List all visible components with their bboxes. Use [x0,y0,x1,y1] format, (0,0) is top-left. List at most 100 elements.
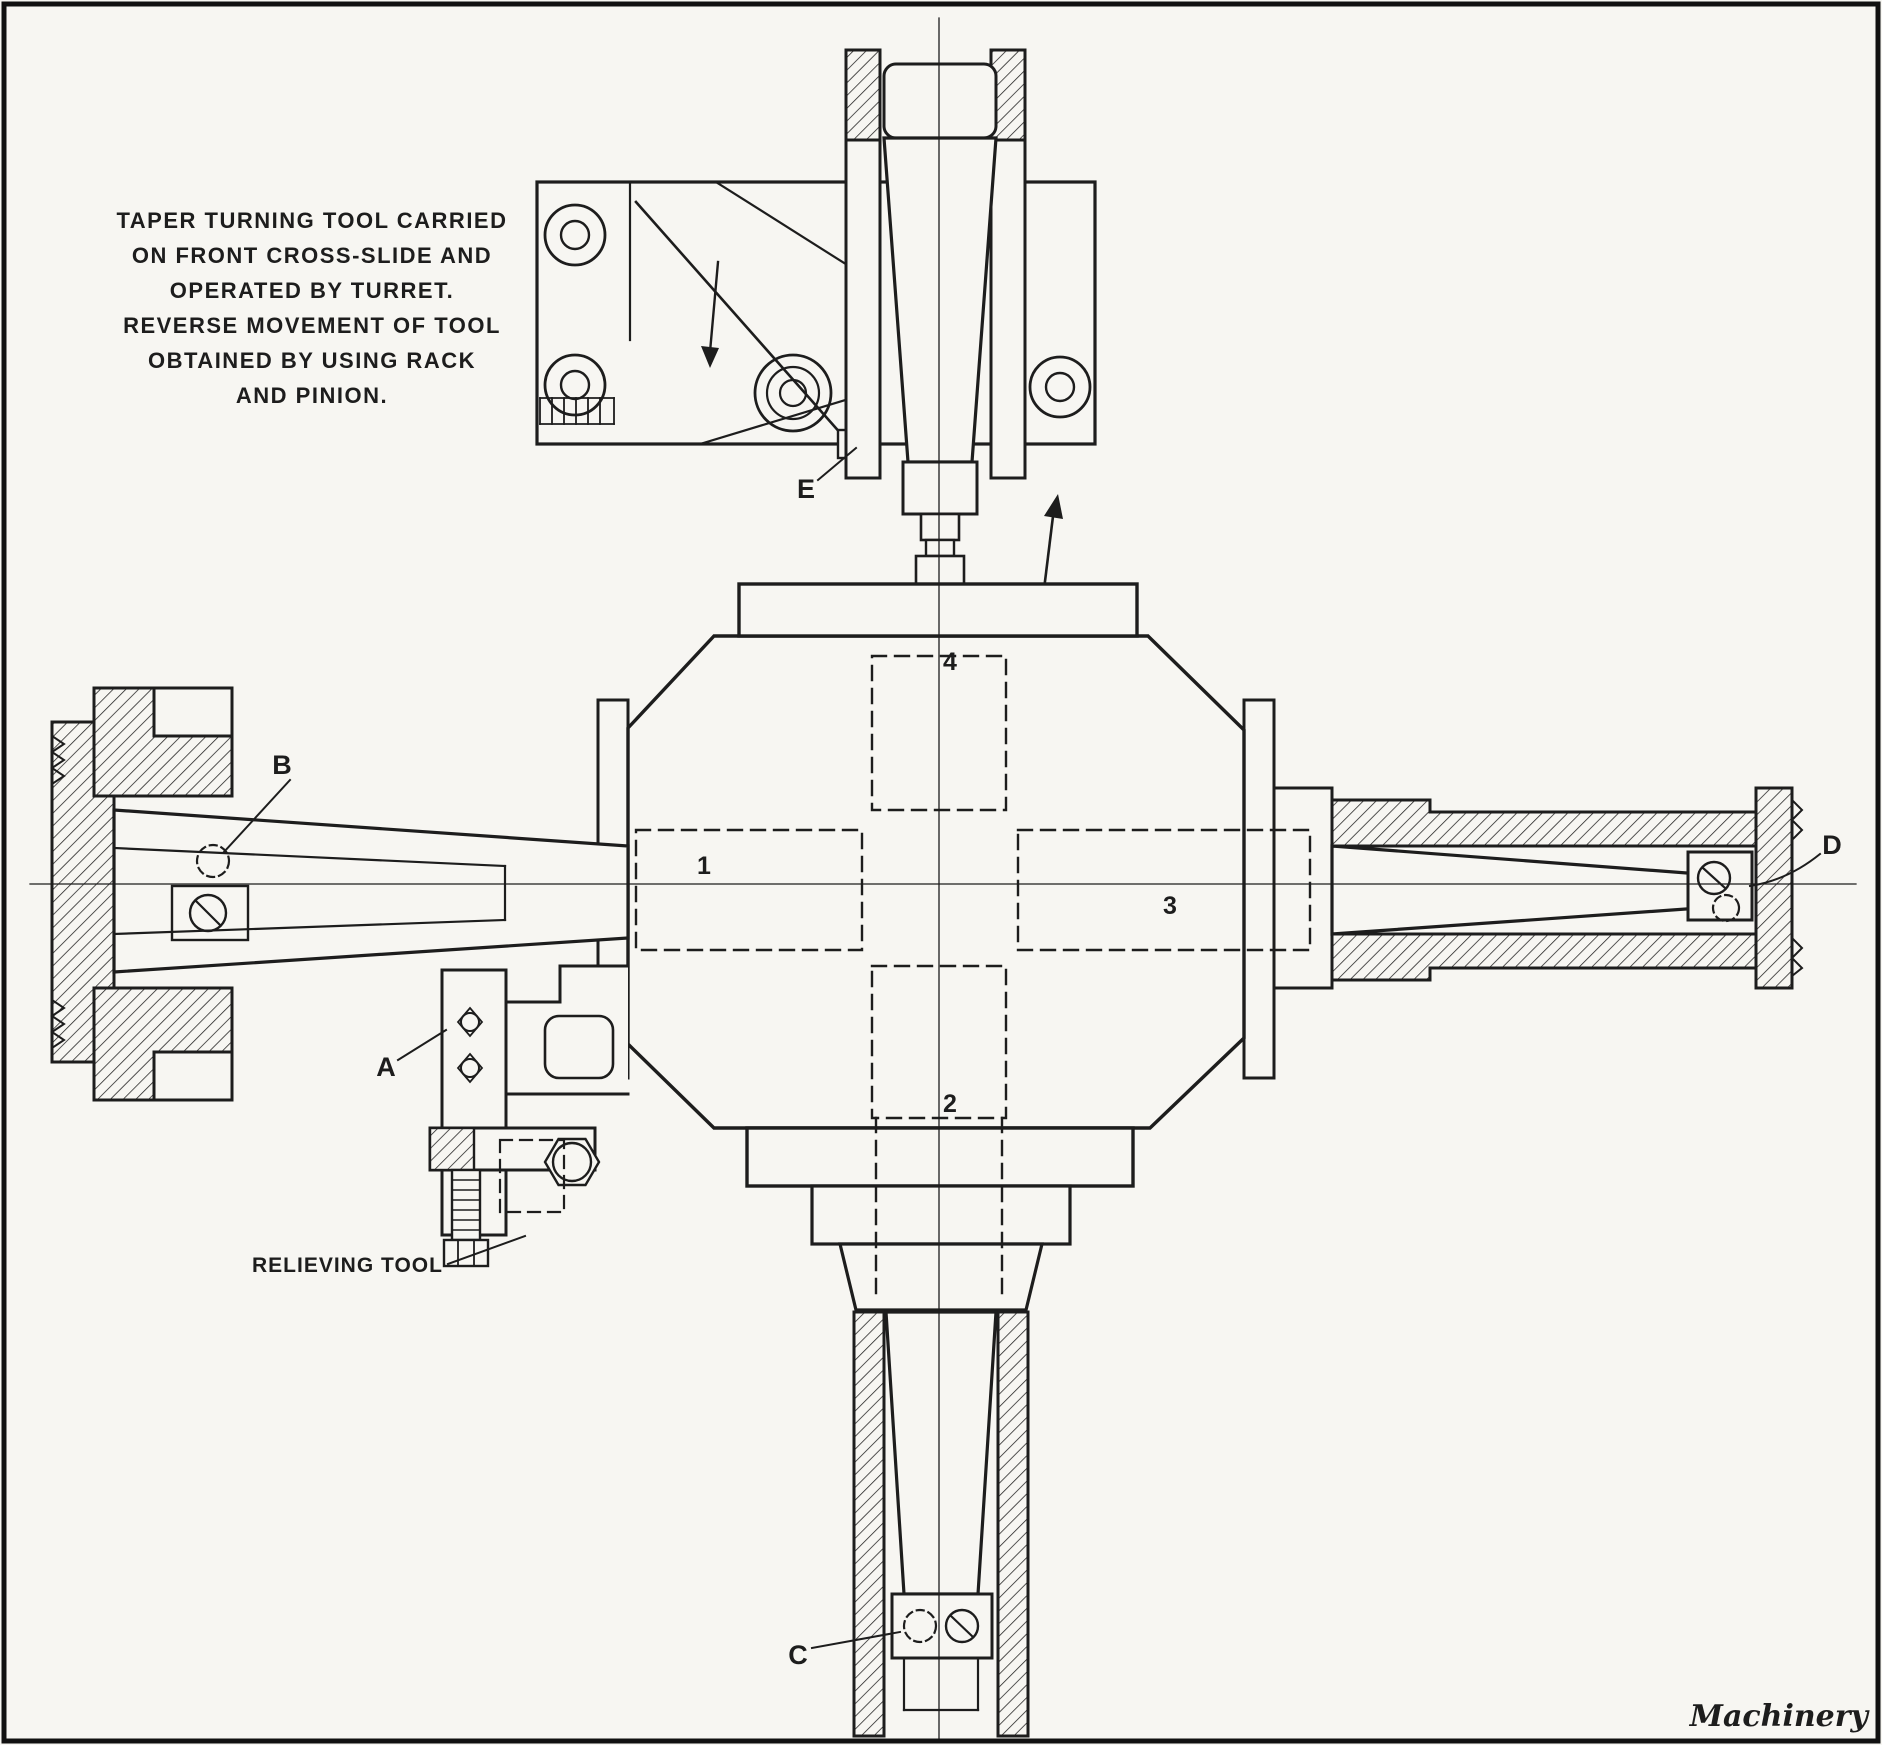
bolt-hole-inner [559,219,591,251]
thread-zigzag-lower [50,998,66,1050]
caption-block: TAPER TURNING TOOL CARRIED ON FRONT CROS… [116,208,507,408]
part-label-a: A [376,1052,396,1082]
leader-line-c [810,1630,902,1650]
caption-line: OBTAINED BY USING RACK [148,348,476,373]
work-boss [914,554,966,586]
arbor-inner-line [112,846,507,868]
clamp-section-hatched [428,1126,476,1172]
screw-slot [1701,866,1727,890]
feed-direction-arrow-down [701,260,720,368]
bolt-hole-inner [559,369,591,401]
pinion-boss-center [778,378,808,408]
plate-bolt-head [456,1006,484,1038]
caption-line: TAPER TURNING TOOL CARRIED [116,208,507,233]
slotted-screw [1696,860,1732,896]
sleeve-top-wall-hatched [1330,798,1760,848]
leader-line-b [222,778,292,854]
left-taper-arbor [112,778,630,974]
arbor-top-cap [882,62,998,140]
leader-line-a [396,1028,448,1062]
slotted-screw [188,893,228,933]
taper-slide-edge [714,180,854,270]
dashed-circle-b [195,843,231,879]
socket-wall-fill [846,140,880,478]
bolt-hole [543,353,607,417]
position-number-1: 1 [697,852,711,880]
screw-threads [451,1179,481,1231]
screw-slot [194,899,222,927]
relieving-tool-label: RELIEVING TOOL [252,1254,443,1277]
top-flange [737,582,1139,638]
central-body [504,582,1334,1188]
leader-line-relieving-tool [446,1234,527,1266]
taper-slide-edge [634,200,852,446]
top-turret-arbor-assembly [816,48,1063,624]
socket-wall-fill [991,140,1025,478]
credit-signature: Machinery [1689,1699,1871,1734]
hidden-position-1 [634,828,864,952]
jaw-slot-lower [152,1050,234,1102]
right-band [1242,698,1276,1080]
caption-line: OPERATED BY TURRET. [170,278,454,303]
thread-zigzag-right-bottom [1790,936,1804,978]
carrier-body-octagon [626,634,1246,1130]
caption-line: ON FRONT CROSS-SLIDE AND [132,243,492,268]
leader-line-e [816,446,858,482]
sleeve-end-cap-hatched [1754,786,1794,990]
sleeve-left-wall-hatched [852,1310,886,1738]
bracket-notch [543,1014,615,1080]
part-label-c: C [788,1640,808,1670]
bolt-hole-inner [1044,371,1076,403]
position-number-3: 3 [1163,892,1177,920]
taper-arbor-bottom [884,1310,998,1596]
sleeve-bottom-wall-hatched [1330,932,1760,982]
caption-line: REVERSE MOVEMENT OF TOOL [123,313,501,338]
relieving-tool-assembly [396,968,601,1268]
thread-zigzag-right-top [1790,798,1804,842]
bottom-arbor-assembly [810,1184,1072,1738]
position-number-4: 4 [943,648,957,676]
work-step [924,538,956,558]
plate-bolt [460,1012,480,1032]
rack-teeth [539,397,615,425]
dashed-circle-c [902,1608,938,1644]
arbor-inner-line [112,918,507,936]
part-label-b: B [272,750,292,780]
plate-bolt-head [456,1052,484,1084]
bolt-hole [543,203,607,267]
bottom-flange [745,1126,1135,1188]
part-label-e: E [797,474,815,504]
taper-arbor-right [1330,844,1702,936]
hidden-tool-outline [498,1138,566,1214]
slotted-screw [944,1608,980,1644]
chuck-spindle-assembly [50,686,234,1102]
hex-bolt [543,1137,601,1187]
screw-slot [949,1614,975,1639]
pinion-boss [753,353,833,433]
caption-line: AND PINION. [236,383,388,408]
tool-holder [901,460,979,516]
bolt-hole [1028,355,1092,419]
position-number-2: 2 [943,1090,957,1118]
tool-nub [919,512,961,542]
right-arbor-assembly [1330,786,1822,990]
jaw-slot-upper [152,686,234,738]
leader-line-d [1748,852,1822,888]
arbor-end-block [890,1592,994,1660]
tool-edge [698,396,854,446]
right-step [1272,786,1334,990]
pinion-boss-ring [765,365,821,421]
bottom-step-1 [810,1184,1072,1246]
dashed-circle-d [1711,893,1741,923]
hex-bolt-circle [551,1141,593,1183]
screw-pocket [170,884,250,942]
hidden-position-3 [1016,828,1312,952]
part-label-d: D [1822,830,1842,860]
thread-zigzag-upper [50,734,66,786]
center-lines [29,17,1857,1739]
bottom-step-2 [837,1242,1045,1312]
lower-left-bracket [504,964,630,1096]
socket-section-hatched [844,48,882,142]
